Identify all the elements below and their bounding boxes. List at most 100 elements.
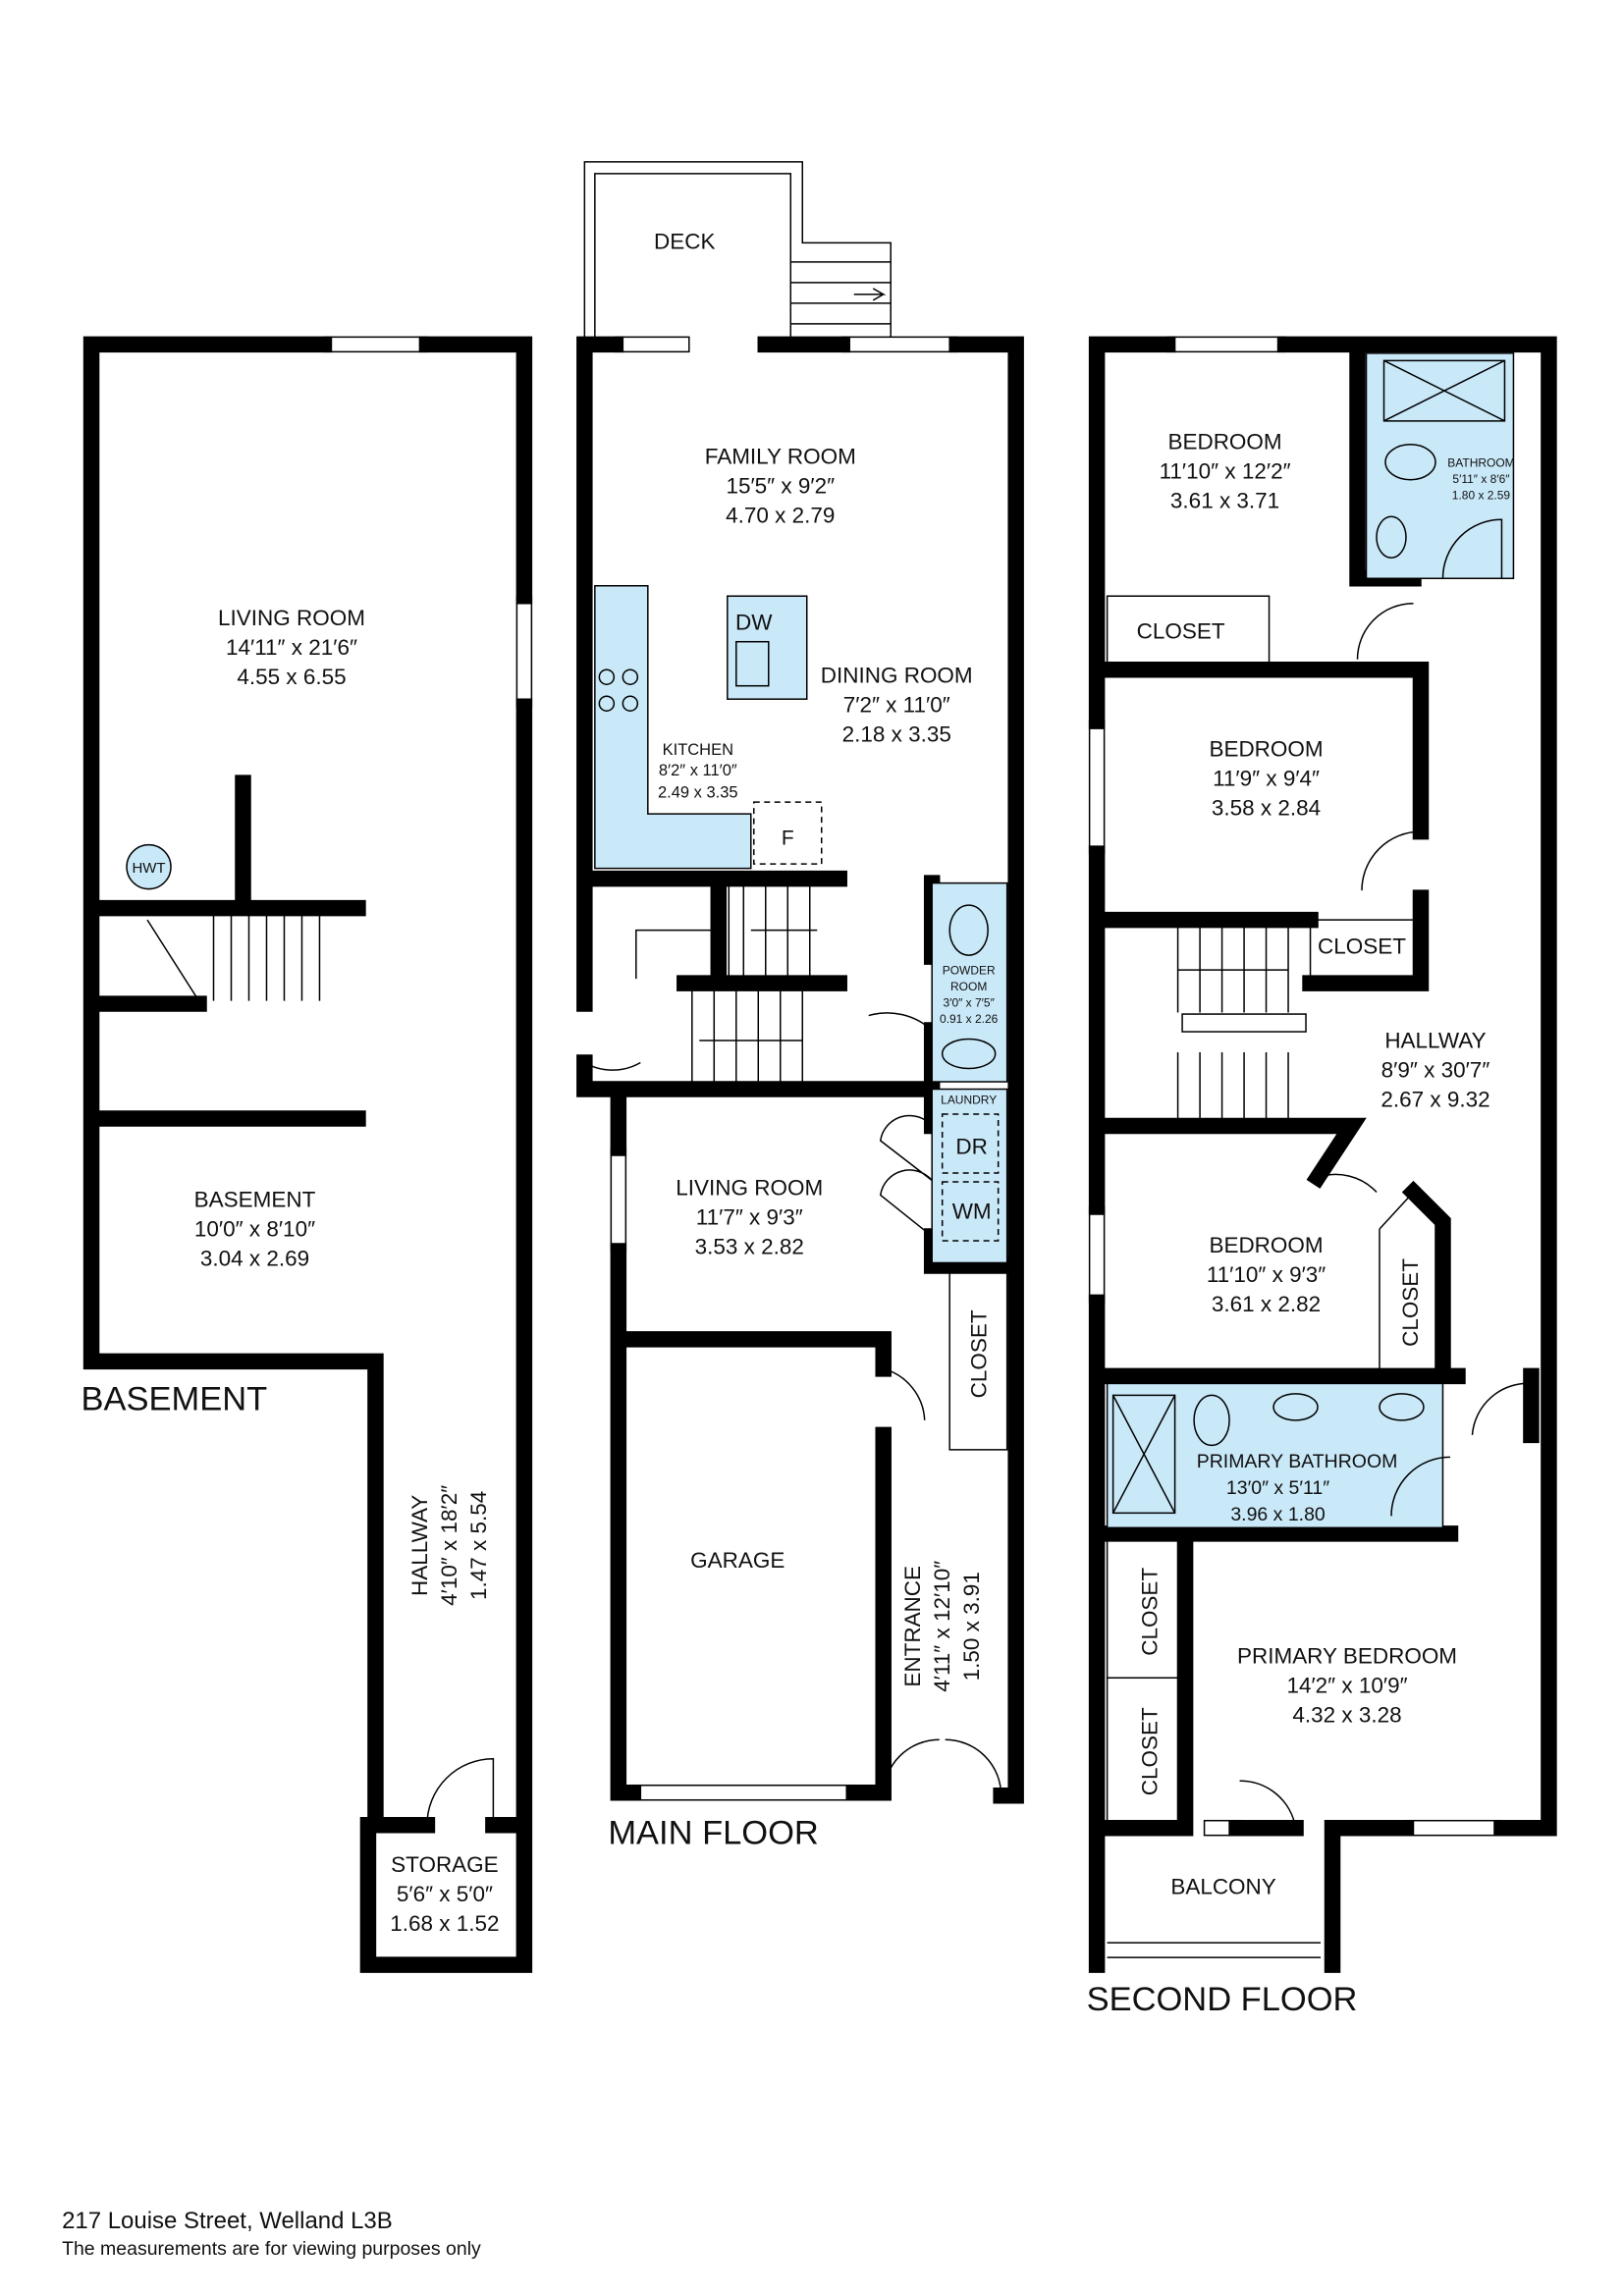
room-name: GARAGE [690, 1548, 785, 1573]
room-size-imperial: 11′9″ x 9′4″ [1213, 767, 1320, 791]
room-size-metric: 0.91 x 2.26 [940, 1012, 999, 1026]
closet-label: CLOSET [1138, 1568, 1163, 1656]
room-size-metric: 3.53 x 2.82 [695, 1234, 804, 1258]
bifold-door [879, 1114, 933, 1238]
room-size-metric: 3.04 x 2.69 [200, 1246, 309, 1270]
room-name: ENTRANCE [900, 1566, 925, 1687]
room-name: LAUNDRY [941, 1094, 997, 1107]
room-size-imperial: 8′2″ x 11′0″ [659, 762, 737, 779]
dryer-label: DR [955, 1134, 987, 1158]
room-size-imperial: 7′2″ x 11′0″ [843, 693, 950, 718]
room-size-metric: 4.55 x 6.55 [237, 665, 346, 689]
room-name: BATHROOM [1447, 455, 1514, 469]
fridge-label: F [782, 828, 794, 850]
room-size-metric: 2.67 x 9.32 [1380, 1088, 1489, 1112]
room-size-imperial: 11′10″ x 12′2″ [1160, 458, 1291, 483]
window [515, 595, 533, 708]
floor-title-second: SECOND FLOOR [1087, 1981, 1358, 2018]
closet [1106, 595, 1271, 667]
hwt-label: HWT [132, 860, 165, 877]
room-name: POWDER [943, 964, 996, 978]
room-size-imperial: 4′10″ x 18′2″ [437, 1485, 461, 1606]
door-swing [1239, 518, 1532, 1829]
room-size-metric: 4.32 x 3.28 [1292, 1702, 1401, 1727]
closet [1106, 1677, 1179, 1826]
main-stairs [635, 885, 818, 1083]
room-name: BALCONY [1170, 1875, 1275, 1899]
disclaimer: The measurements are for viewing purpose… [62, 2238, 481, 2260]
room-size-metric: 4.70 x 2.79 [726, 503, 835, 527]
room-name: PRIMARY BATHROOM [1197, 1451, 1398, 1472]
room-name: LIVING ROOM [676, 1175, 823, 1200]
room-name: KITCHEN [663, 741, 733, 759]
room-size-imperial: 14′11″ x 21′6″ [226, 635, 357, 660]
room-name: BEDROOM [1209, 737, 1323, 762]
door-swing [583, 1012, 1002, 1796]
floor-title-main: MAIN FLOOR [608, 1815, 819, 1852]
room-size-imperial: 15′5″ x 9′2″ [726, 473, 835, 498]
fridge [753, 801, 823, 865]
closet-label: CLOSET [1318, 934, 1406, 959]
room-name: BASEMENT [194, 1187, 316, 1211]
deck [583, 161, 892, 338]
closet [948, 1267, 1008, 1451]
room-name: BEDROOM [1209, 1233, 1323, 1257]
room-name: LIVING ROOM [218, 606, 365, 630]
room-size-imperial: 13′0″ x 5′11″ [1226, 1477, 1329, 1499]
water-heater-icon [126, 843, 172, 890]
bathroom [1365, 352, 1515, 579]
room-size-metric: 1.50 x 3.91 [959, 1572, 984, 1681]
garage-door[interactable] [632, 1784, 855, 1801]
floor-title-basement: BASEMENT [81, 1380, 268, 1417]
window [610, 1147, 627, 1253]
main-floor-plan [576, 161, 1024, 1804]
room-size-imperial: 5′6″ x 5′0″ [397, 1882, 493, 1906]
room-size-metric: 3.96 x 1.80 [1230, 1504, 1326, 1525]
balcony-railing [1107, 1942, 1322, 1958]
room-name: FAMILY ROOM [705, 444, 856, 468]
room-size-metric: 2.49 x 3.35 [658, 784, 738, 802]
window [323, 336, 428, 353]
room-name: STORAGE [391, 1852, 499, 1877]
room-size-metric: 3.58 x 2.84 [1212, 796, 1321, 821]
laundry [931, 1088, 1008, 1264]
closet-label: CLOSET [1137, 619, 1225, 644]
room-size-imperial: 10′0″ x 8′10″ [194, 1216, 315, 1241]
room-size-imperial: 5′11″ x 8′6″ [1452, 472, 1510, 486]
closet-label: CLOSET [1398, 1258, 1423, 1347]
basement-stairs [146, 915, 321, 1001]
room-size-imperial: 14′2″ x 10′9″ [1286, 1673, 1407, 1697]
room-size-imperial: 11′10″ x 9′3″ [1207, 1262, 1326, 1287]
room-name: DINING ROOM [821, 664, 973, 688]
room-size-imperial: 4′11″ x 12′10″ [930, 1561, 954, 1692]
sliding-door [615, 336, 690, 353]
room-size-metric: 3.61 x 3.71 [1170, 488, 1279, 512]
washer-label: WM [952, 1199, 992, 1223]
room-name: HALLWAY [1384, 1029, 1486, 1053]
room-size-metric: 2.18 x 3.35 [842, 722, 951, 747]
room-size-metric: 1.80 x 2.59 [1452, 488, 1511, 502]
closet-label: CLOSET [967, 1309, 992, 1398]
window [1203, 1819, 1244, 1837]
property-address: 217 Louise Street, Welland L3B [62, 2208, 393, 2234]
second-floor-stairs [1176, 927, 1307, 1122]
room-name: ROOM [950, 980, 987, 993]
second-floor-plan [1088, 336, 1557, 1973]
room-size-imperial: 8′9″ x 30′7″ [1381, 1058, 1490, 1083]
closet-label: CLOSET [1138, 1707, 1163, 1795]
basement-plan [82, 336, 533, 1973]
room-size-metric: 1.47 x 5.54 [466, 1491, 491, 1600]
kitchen-island [727, 595, 808, 700]
door-swing [426, 1757, 495, 1826]
primary-bathroom [1106, 1382, 1444, 1529]
room-name: HALLWAY [407, 1495, 432, 1596]
room-name: PRIMARY BEDROOM [1237, 1643, 1457, 1668]
window [840, 336, 958, 353]
kitchen-counter [594, 584, 752, 870]
room-size-metric: 1.68 x 1.52 [390, 1911, 499, 1936]
room-name: BEDROOM [1167, 429, 1281, 454]
window [1088, 720, 1106, 855]
room-name: DECK [654, 229, 715, 253]
window [1405, 1819, 1503, 1837]
